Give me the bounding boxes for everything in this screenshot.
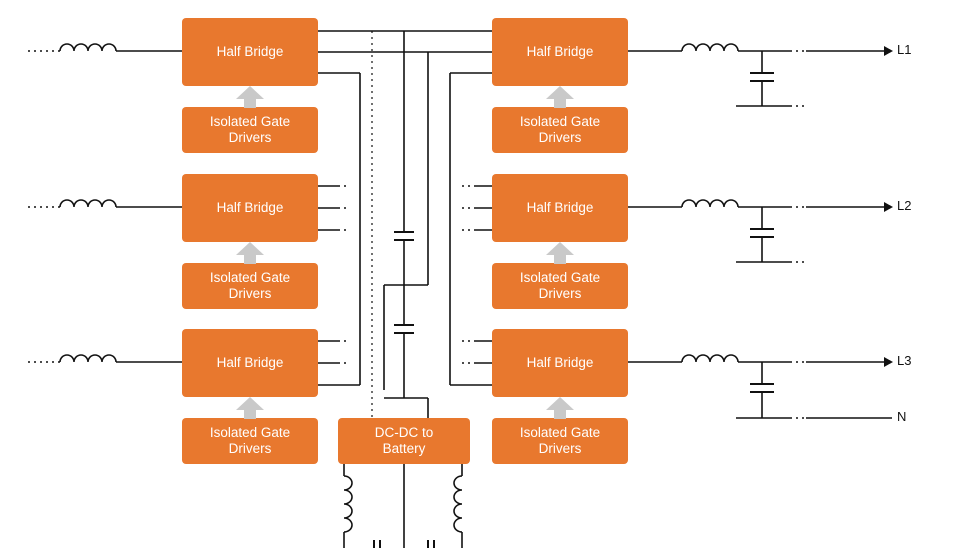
half-bridge-label: Half Bridge [526, 44, 594, 59]
dc-bus-wiring [318, 30, 494, 420]
output-filter-l3 [628, 354, 892, 419]
left-bridge-stubs [318, 185, 350, 364]
dcdc-label: DC-DC to Battery [374, 425, 434, 456]
left-input-phase-2 [28, 199, 182, 208]
gate-driver-right-1: Isolated Gate Drivers [492, 107, 628, 153]
gate-driver-label: Isolated Gate Drivers [209, 425, 291, 456]
gate-driver-left-1: Isolated Gate Drivers [182, 107, 318, 153]
gate-driver-label: Isolated Gate Drivers [519, 270, 601, 301]
gate-driver-right-2: Isolated Gate Drivers [492, 263, 628, 309]
output-label-n: N [897, 409, 907, 424]
dc-link-capacitor-2 [394, 324, 414, 334]
dcdc-battery-block: DC-DC to Battery [338, 418, 470, 464]
dc-link-capacitor-1 [394, 231, 414, 241]
output-arrowheads [884, 46, 893, 367]
output-filter-l1 [628, 43, 884, 107]
gate-driver-label: Isolated Gate Drivers [209, 270, 291, 301]
gate-driver-label: Isolated Gate Drivers [209, 114, 291, 145]
gate-driver-label: Isolated Gate Drivers [519, 114, 601, 145]
half-bridge-right-3: Half Bridge [492, 329, 628, 397]
half-bridge-label: Half Bridge [216, 44, 284, 59]
output-label-l1: L1 [897, 42, 912, 57]
half-bridge-label: Half Bridge [526, 355, 594, 370]
gate-driver-left-2: Isolated Gate Drivers [182, 263, 318, 309]
left-input-phase-3 [28, 354, 182, 363]
battery-side-wiring [343, 463, 463, 548]
half-bridge-label: Half Bridge [216, 200, 284, 215]
output-filter-l2 [628, 199, 884, 263]
output-label-l3: L3 [897, 353, 912, 368]
output-label-l2: L2 [897, 198, 912, 213]
left-input-phase-1 [28, 43, 182, 52]
half-bridge-left-3: Half Bridge [182, 329, 318, 397]
half-bridge-right-1: Half Bridge [492, 18, 628, 86]
gate-driver-right-3: Isolated Gate Drivers [492, 418, 628, 464]
half-bridge-left-2: Half Bridge [182, 174, 318, 242]
gate-driver-label: Isolated Gate Drivers [519, 425, 601, 456]
half-bridge-label: Half Bridge [216, 355, 284, 370]
half-bridge-right-2: Half Bridge [492, 174, 628, 242]
half-bridge-label: Half Bridge [526, 200, 594, 215]
gate-driver-left-3: Isolated Gate Drivers [182, 418, 318, 464]
right-bridge-stubs [462, 185, 494, 364]
half-bridge-left-1: Half Bridge [182, 18, 318, 86]
